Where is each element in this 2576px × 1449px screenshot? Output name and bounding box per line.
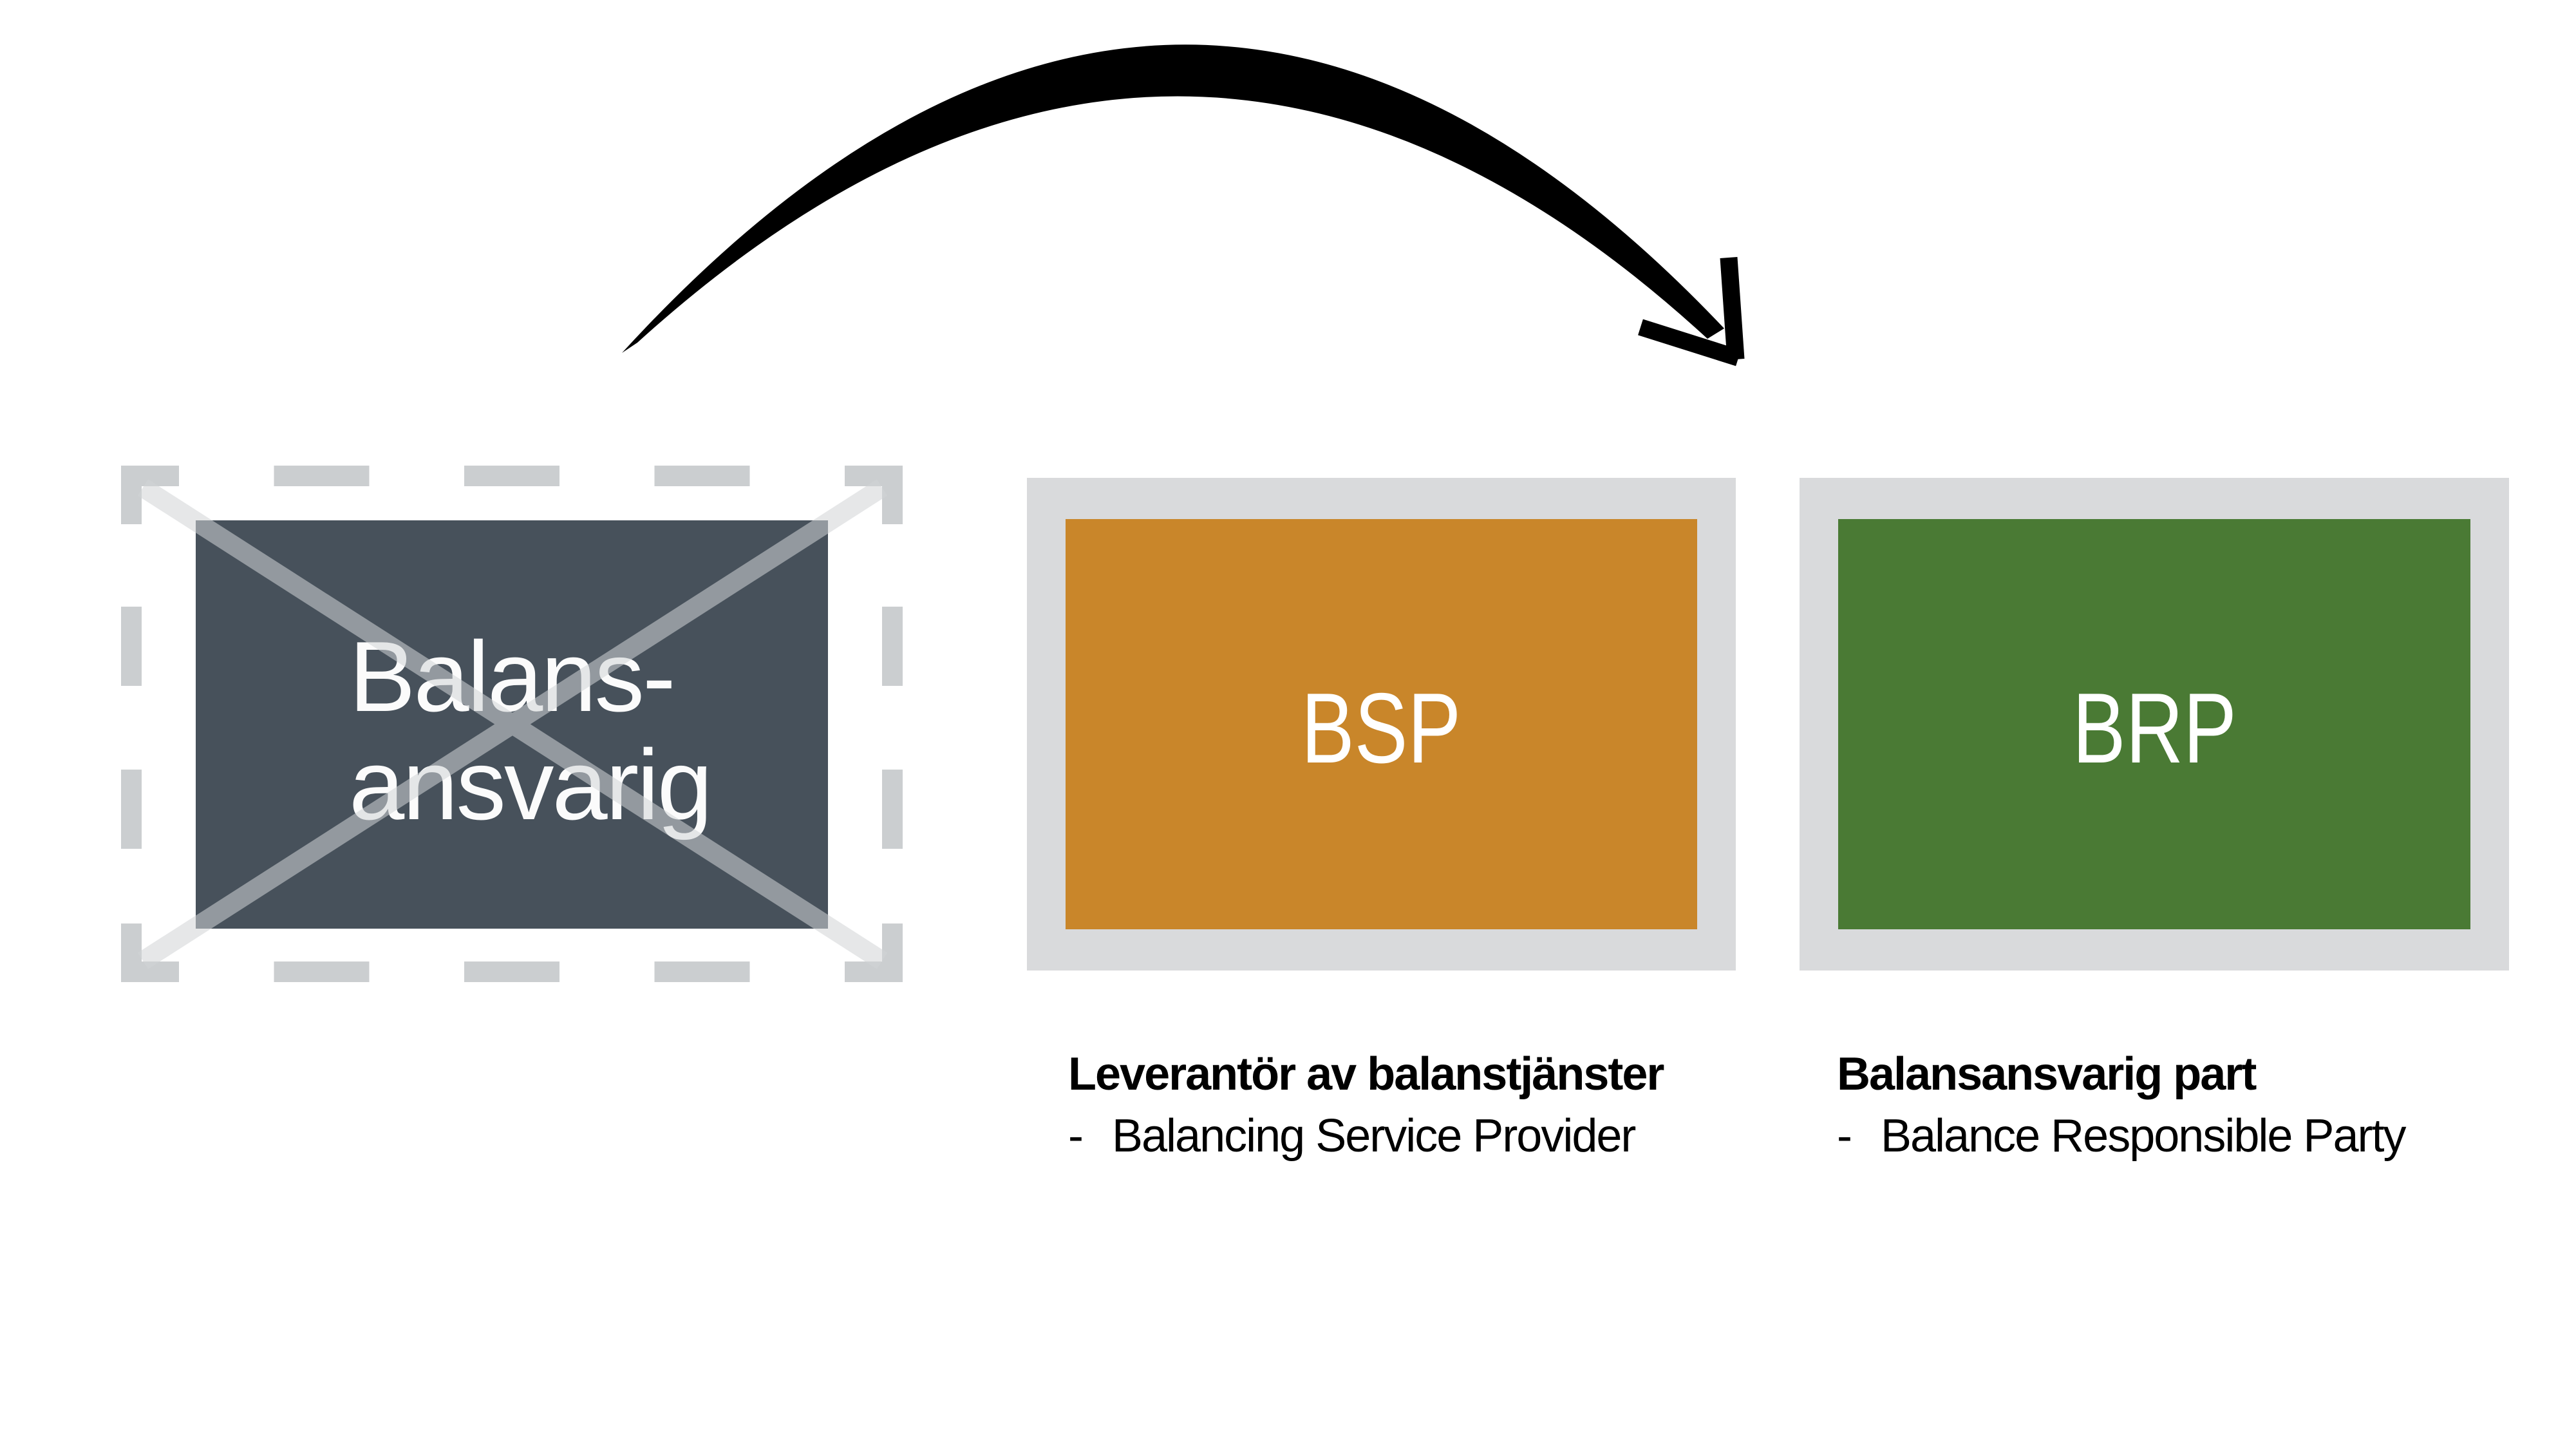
bsp-caption-bullet-text: Balancing Service Provider	[1111, 1110, 1636, 1162]
bsp-caption-bullet: - Balancing Service Provider	[1068, 1105, 1663, 1167]
curved-arrow-head	[1638, 257, 1745, 366]
bsp-caption-title: Leverantör av balanstjänster	[1068, 1048, 1664, 1100]
curved-arrow-shaft	[622, 44, 1724, 353]
balansansvarig-box: Balans- ansvarig	[196, 520, 828, 929]
curved-arrow-icon	[622, 44, 1724, 353]
curved-arrow-head-right-barb	[1720, 257, 1745, 360]
bsp-label: BSP	[1301, 672, 1462, 784]
brp-label: BRP	[2072, 672, 2237, 784]
bsp-caption-bullet-dash: -	[1068, 1110, 1084, 1162]
brp-caption: Balansansvarig part - Balance Responsibl…	[1837, 1043, 2406, 1167]
brp-box: BRP	[1838, 519, 2470, 929]
bsp-box: BSP	[1066, 519, 1697, 929]
bsp-frame: BSP	[1027, 478, 1736, 971]
balansansvarig-label-line1: Balans-	[349, 621, 676, 732]
bsp-caption: Leverantör av balanstjänster - Balancing…	[1068, 1043, 1664, 1167]
brp-caption-bullet: - Balance Responsible Party	[1837, 1105, 2406, 1167]
brp-frame: BRP	[1800, 478, 2509, 971]
balansansvarig-label: Balans- ansvarig	[349, 621, 713, 840]
curved-arrow-head-left-barb	[1638, 319, 1741, 366]
brp-caption-bullet-dash: -	[1837, 1110, 1852, 1162]
balansansvarig-label-line2: ansvarig	[349, 729, 713, 840]
brp-caption-bullet-text: Balance Responsible Party	[1880, 1110, 2406, 1162]
brp-caption-title: Balansansvarig part	[1837, 1048, 2257, 1100]
